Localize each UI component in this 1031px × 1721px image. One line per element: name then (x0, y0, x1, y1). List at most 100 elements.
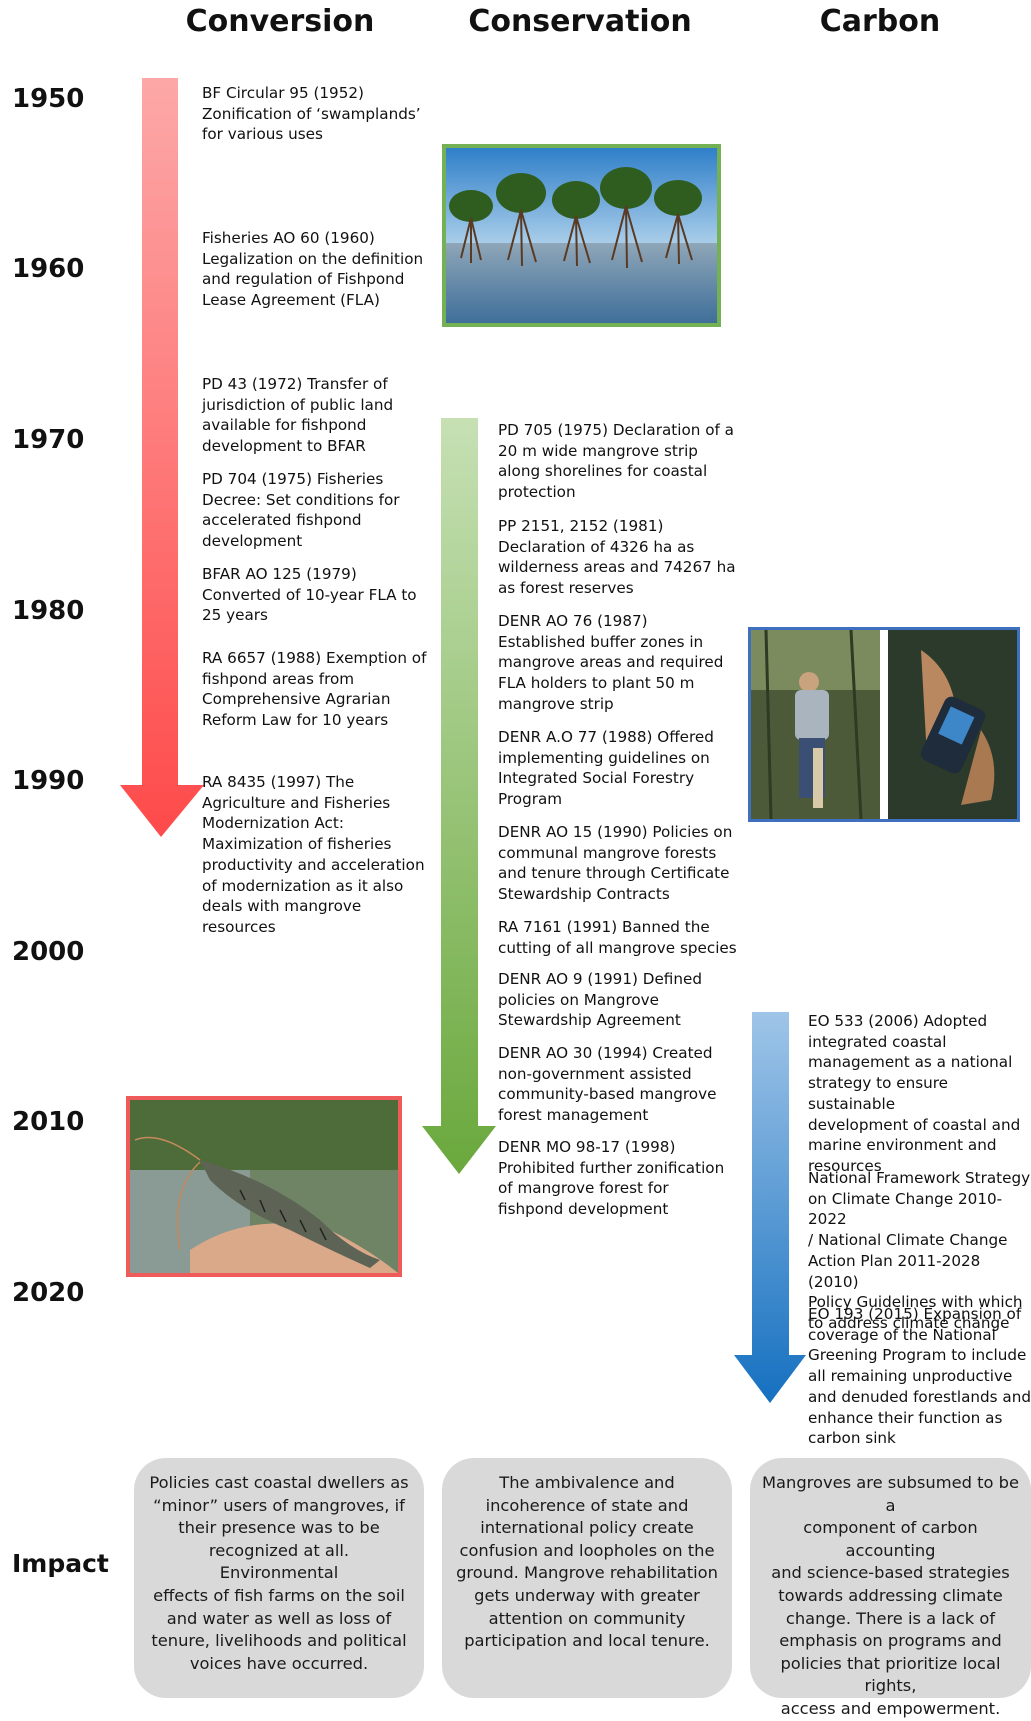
impact-line: and water as well as loss of (166, 1608, 392, 1628)
entry-line: development to BFAR (202, 437, 366, 456)
entry-line: and regulation of Fishpond (202, 270, 405, 289)
entry-line: FLA holders to plant 50 m (498, 674, 695, 693)
entry-line: development (202, 532, 303, 551)
entry-line: Converted of 10-year FLA to (202, 585, 417, 604)
entry-line: enhance their function as (808, 1408, 1003, 1427)
impact-line: attention on community (488, 1608, 686, 1628)
impact-line: international policy create (480, 1518, 694, 1538)
entry-line: of mangrove forest for (498, 1179, 669, 1198)
entry-line: communal mangrove forests (498, 843, 717, 862)
entry-line: mangrove areas and required (498, 653, 724, 672)
entry-line: implementing guidelines on (498, 748, 710, 767)
entry-line: accelerated fishpond (202, 511, 362, 530)
entry-line: EO 533 (2006) Adopted (808, 1012, 988, 1030)
entry-line: Agriculture and Fisheries (202, 793, 391, 812)
entry-line: on Climate Change 2010-2022 (808, 1189, 1003, 1229)
entry-line: and tenure through Certificate (498, 864, 730, 883)
conversion-heading: Conversion (185, 4, 375, 39)
mangrove-photo (442, 144, 721, 327)
entry-line: Action Plan 2011-2028 (2010) (808, 1251, 981, 1291)
entry-line: community-based mangrove (498, 1085, 717, 1104)
conservation-policy-entry: DENR AO 76 (1987) Established buffer zon… (498, 611, 723, 715)
entry-line: of modernization as it also (202, 876, 404, 895)
year-label: 2010 (12, 1107, 85, 1137)
entry-line: PD 705 (1975) Declaration of a (498, 421, 734, 439)
impact-line: ground. Mangrove rehabilitation (456, 1563, 718, 1583)
entry-line: BF Circular 95 (1952) (202, 84, 364, 102)
impact-line: “minor” users of mangroves, if (153, 1495, 405, 1515)
entry-line: National Framework Strategy (808, 1169, 1031, 1187)
entry-line: fishpond areas from (202, 669, 355, 688)
entry-line: resources (202, 917, 276, 936)
impact-line: gets underway with greater (474, 1585, 700, 1605)
impact-line: change. There is a lack of (785, 1608, 996, 1628)
entry-line: productivity and acceleration (202, 855, 425, 874)
entry-line: non-government assisted (498, 1064, 692, 1083)
impact-line: emphasis on programs and (779, 1631, 1002, 1651)
entry-line: Established buffer zones in (498, 632, 704, 651)
entry-line: integrated coastal (808, 1032, 947, 1051)
entry-line: RA 6657 (1988) Exemption of (202, 649, 427, 667)
impact-line: recognized at all. Environmental (208, 1540, 350, 1583)
entry-line: PD 704 (1975) Fisheries (202, 470, 384, 488)
year-label: 1990 (12, 766, 85, 796)
impact-line: Mangroves are subsumed to be a (762, 1473, 1019, 1515)
carbon-policy-entry: National Framework Strategy on Climate C… (808, 1168, 1031, 1334)
conservation-policy-entry: DENR AO 30 (1994) Created non-government… (498, 1043, 716, 1126)
impact-line: incoherence of state and (485, 1495, 689, 1515)
shrimp-illustration (130, 1100, 398, 1273)
entry-line: Modernization Act: (202, 814, 344, 833)
impact-line: policies that prioritize local rights, (780, 1653, 1001, 1696)
entry-line: jurisdiction of public land (202, 395, 394, 414)
entry-line: Maximization of fisheries (202, 835, 392, 854)
conservation-timeline-arrow (422, 418, 496, 1174)
mangrove-illustration (446, 148, 717, 323)
impact-line: tenure, livelihoods and political (151, 1631, 407, 1651)
entry-line: protection (498, 483, 576, 502)
conservation-policy-entry: DENR AO 15 (1990) Policies on communal m… (498, 822, 732, 905)
entry-line: Declaration of 4326 ha as (498, 537, 695, 556)
carbon-field-photo (748, 627, 1020, 822)
impact-line: component of carbon accounting (803, 1518, 978, 1560)
entry-line: 25 years (202, 606, 268, 625)
conversion-policy-entry: BF Circular 95 (1952) Zonification of ‘s… (202, 83, 421, 145)
conservation-policy-entry: PD 705 (1975) Declaration of a 20 m wide… (498, 420, 734, 503)
conservation-policy-entry: PP 2151, 2152 (1981) Declaration of 4326… (498, 516, 736, 599)
entry-line: PD 43 (1972) Transfer of (202, 375, 388, 393)
entry-line: and denuded forestlands and (808, 1387, 1031, 1406)
impact-line: towards addressing climate (778, 1585, 1003, 1605)
entry-line: Integrated Social Forestry (498, 769, 695, 788)
entry-line: Stewardship Contracts (498, 885, 670, 904)
conversion-policy-entry: Fisheries AO 60 (1960) Legalization on t… (202, 228, 423, 311)
impact-line: effects of fish farms on the soil (153, 1585, 405, 1605)
entry-line: as forest reserves (498, 579, 634, 598)
entry-line: policies on Mangrove (498, 990, 659, 1009)
carbon-field-illustration (751, 630, 1017, 819)
entry-line: DENR MO 98-17 (1998) (498, 1138, 676, 1156)
conversion-impact-box: Policies cast coastal dwellers as “minor… (134, 1458, 424, 1698)
entry-line: mangrove strip (498, 694, 614, 713)
entry-line: marine environment and (808, 1136, 997, 1155)
conversion-timeline-arrow (120, 78, 204, 837)
entry-line: cutting of all mangrove species (498, 938, 737, 957)
entry-line: Greening Program to include (808, 1346, 1027, 1365)
year-label: 2020 (12, 1278, 85, 1308)
entry-line: fishpond development (498, 1200, 669, 1219)
entry-line: all remaining unproductive (808, 1367, 1013, 1386)
entry-line: available for fishpond (202, 416, 367, 435)
carbon-policy-entry: EO 533 (2006) Adopted integrated coastal… (808, 1011, 1031, 1177)
entry-line: / National Climate Change (808, 1231, 1008, 1250)
conversion-policy-entry: RA 6657 (1988) Exemption of fishpond are… (202, 648, 426, 731)
entry-line: along shorelines for coastal (498, 462, 708, 481)
entry-line: Stewardship Agreement (498, 1011, 681, 1030)
entry-line: PP 2151, 2152 (1981) (498, 517, 664, 535)
impact-line: voices have occurred. (189, 1653, 369, 1673)
conservation-policy-entry: DENR A.O 77 (1988) Offered implementing … (498, 727, 714, 810)
entry-line: EO 193 (2015) Expansion of (808, 1305, 1022, 1323)
year-label: 1950 (12, 84, 85, 114)
entry-line: RA 8435 (1997) The (202, 773, 355, 791)
impact-line: Policies cast coastal dwellers as (149, 1473, 409, 1492)
entry-line: coverage of the National (808, 1325, 996, 1344)
entry-line: Legalization on the definition (202, 249, 424, 268)
entry-line: forest management (498, 1106, 649, 1125)
